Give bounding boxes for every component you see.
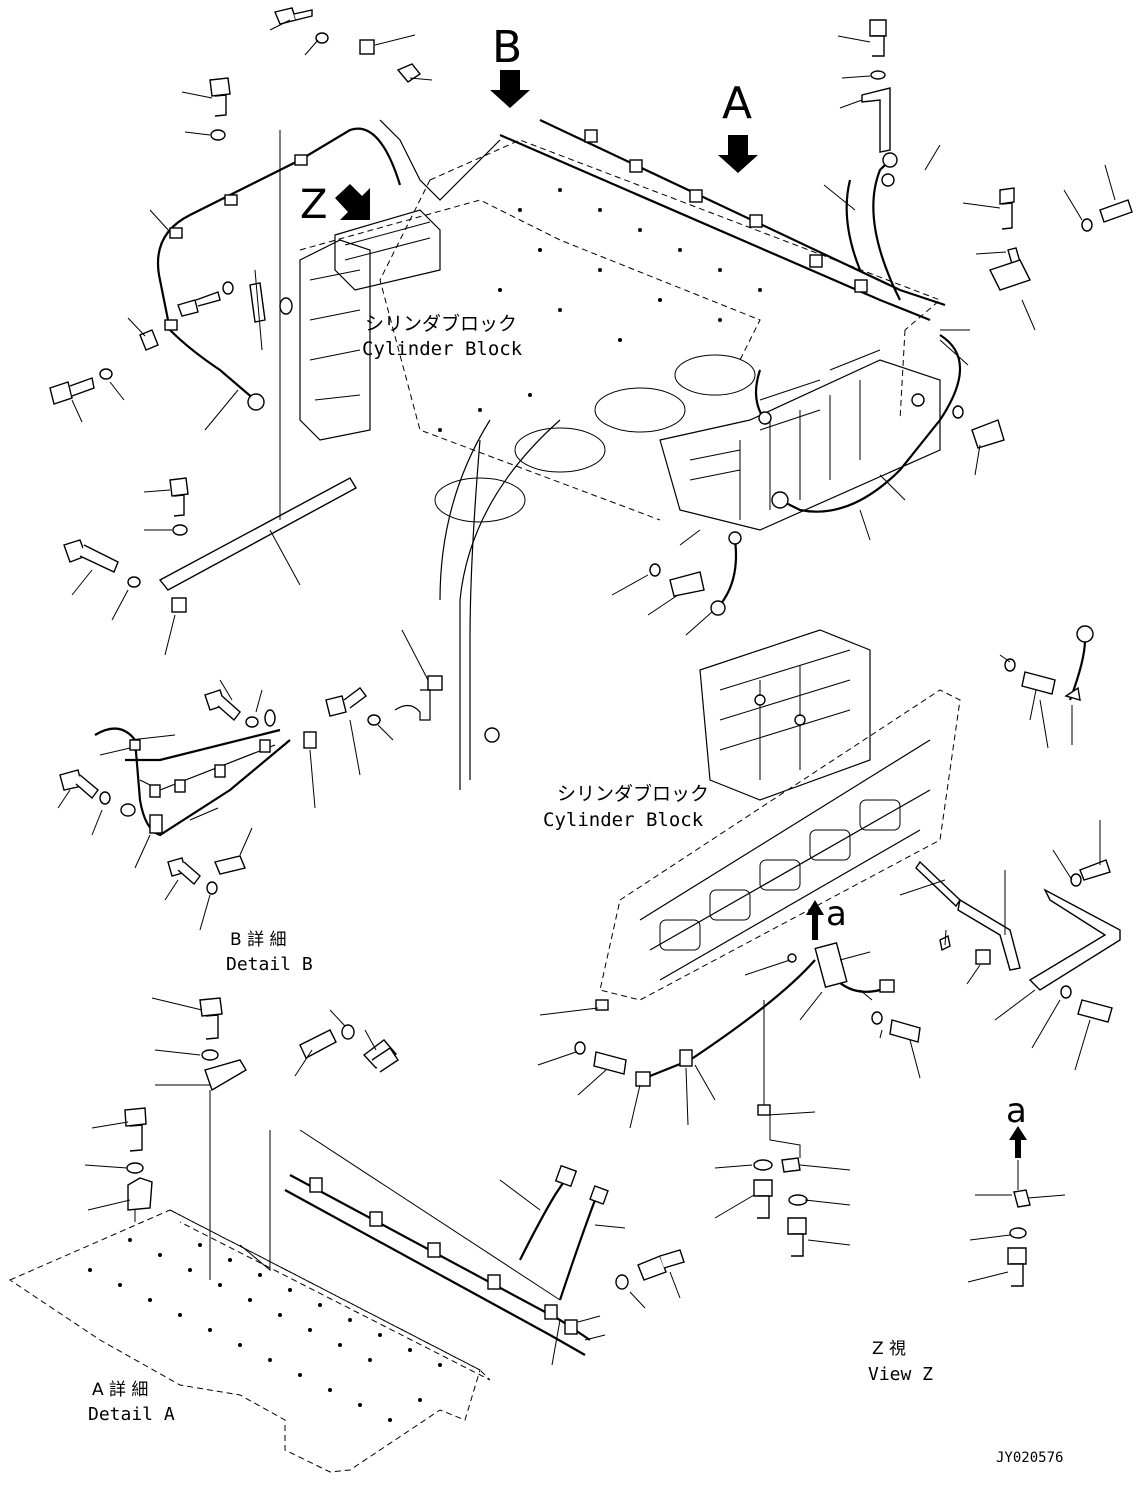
detail-a-en: Detail A	[88, 1404, 175, 1425]
view-marker-z: Z	[300, 182, 327, 228]
arrow-a-view-z	[1009, 1126, 1027, 1158]
view-marker-sub-a-1: a	[826, 894, 847, 934]
view-z-jp: Z 視	[872, 1339, 906, 1359]
leader-lines	[57, 19, 1116, 1366]
view-arrows	[335, 70, 758, 220]
view-marker-a: A	[722, 78, 752, 129]
view-z-en: View Z	[868, 1364, 933, 1385]
detail-b-assembly	[59, 675, 443, 895]
view-marker-sub-a-2: a	[1006, 1091, 1027, 1131]
cylinder-block-mid-en: Cylinder Block	[543, 809, 704, 831]
view-z-assembly	[753, 1000, 1031, 1287]
arrow-a-mid	[806, 900, 824, 940]
cylinder-block-mid-jp: シリンダブロック	[557, 782, 709, 805]
cylinder-block-top-jp: シリンダブロック	[365, 312, 517, 335]
detail-b-jp: B 詳 細	[230, 930, 286, 950]
mid-cylinder-block	[574, 625, 1121, 1087]
drawing-number: JY020576	[996, 1450, 1063, 1466]
cylinder-block-top-en: Cylinder Block	[362, 338, 523, 360]
detail-b-en: Detail B	[226, 954, 313, 975]
detail-a-assembly	[8, 997, 685, 1473]
view-marker-b: B	[492, 22, 522, 73]
detail-a-jp: A 詳 細	[92, 1380, 148, 1400]
top-cylinder-block-assembly	[49, 7, 1133, 790]
